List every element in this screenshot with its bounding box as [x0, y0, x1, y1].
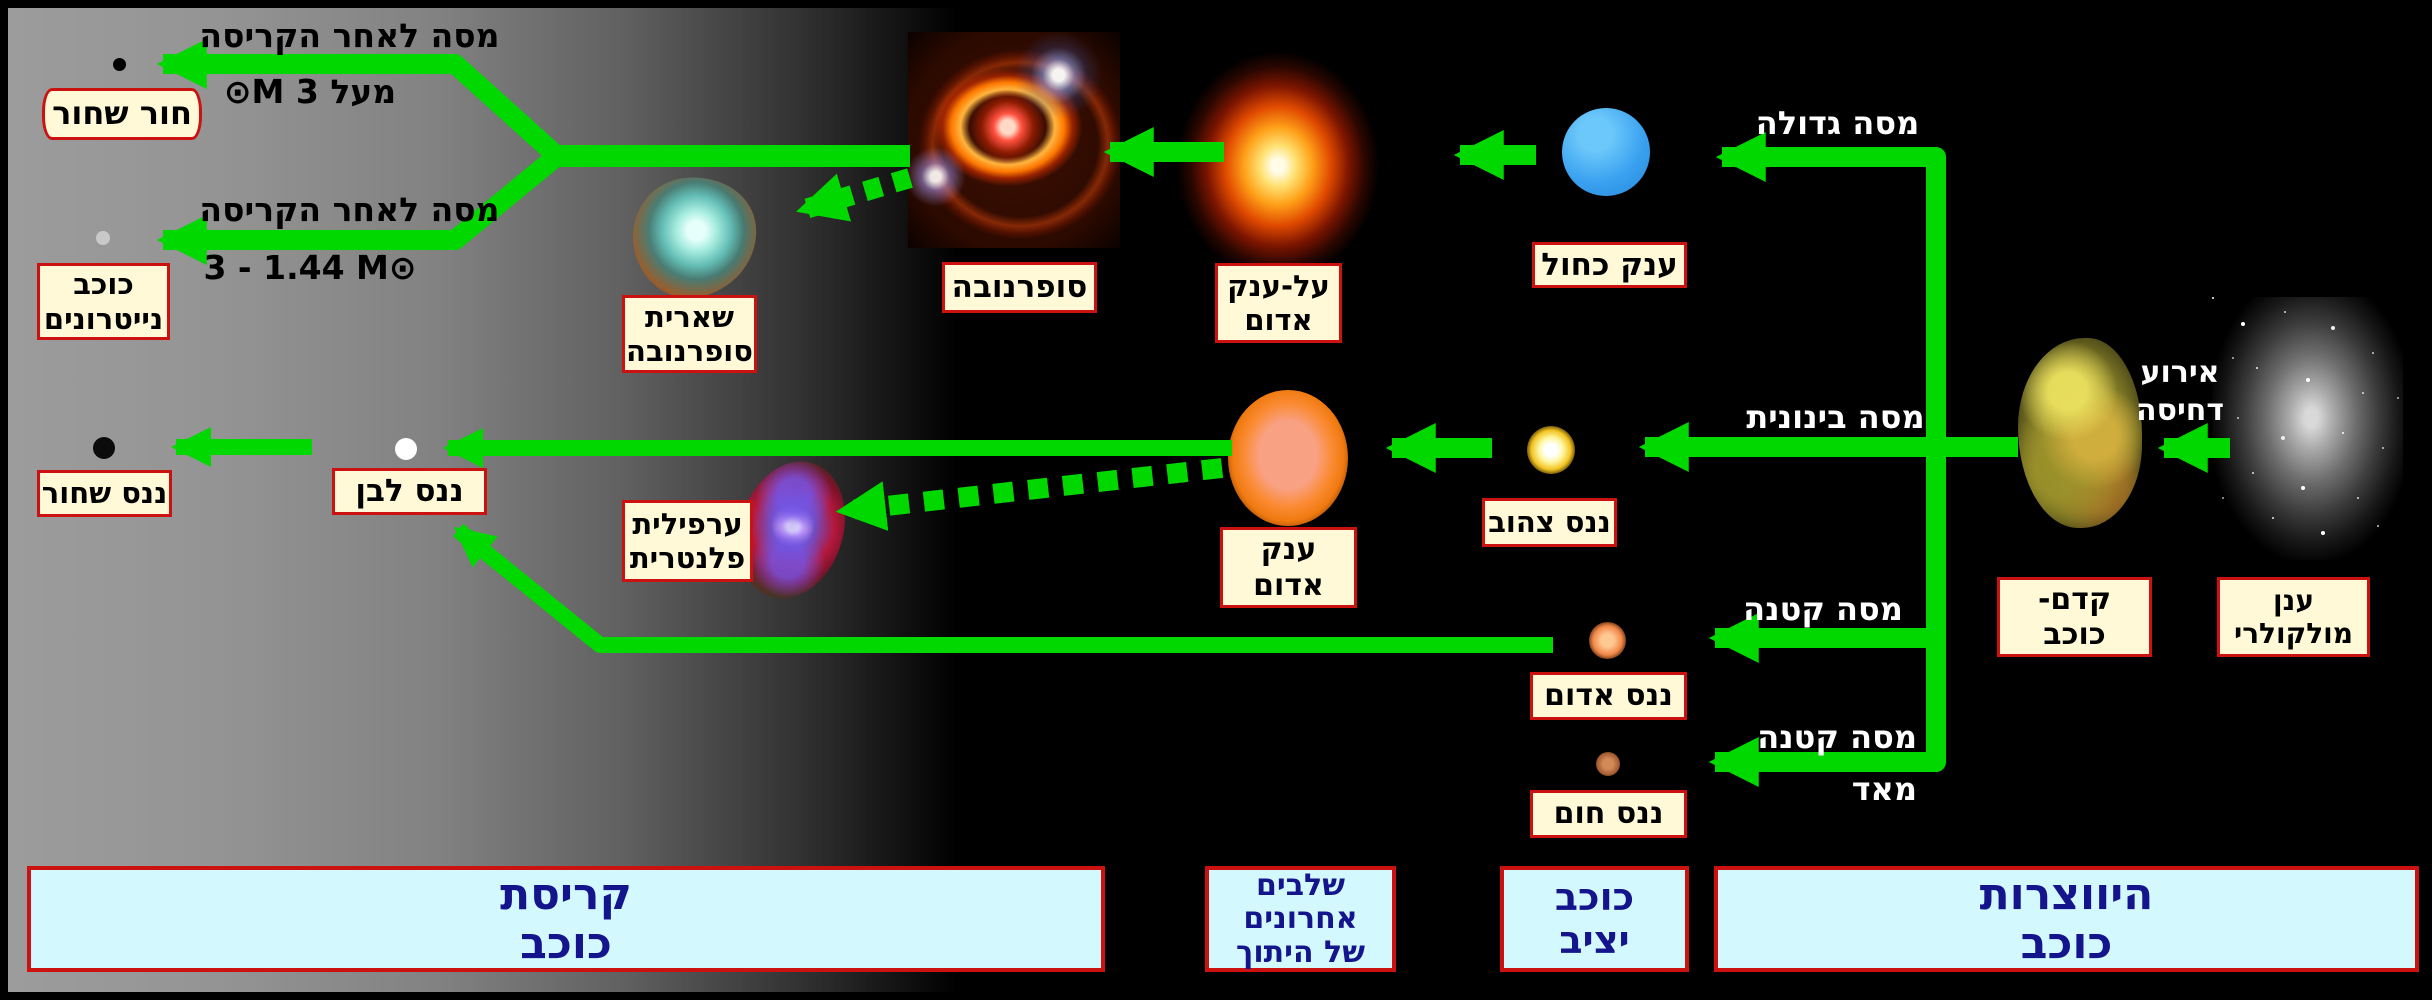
protostar-image [2018, 338, 2142, 528]
label-black-dwarf: ננס שחור [37, 470, 172, 517]
mass-medium-label: מסה בינונית [1746, 398, 1925, 436]
label-supernova: סופרנובה [942, 262, 1097, 313]
arrow-branch-very-small-mass [1708, 447, 1946, 787]
mass-large-label: מסה גדולה [1755, 104, 1920, 142]
frame-top [0, 0, 2432, 8]
label-brown-dwarf: ננס חום [1530, 790, 1687, 838]
mass-small-label: מסה קטנה [1743, 590, 1903, 628]
label-supernova-remnant: שארית סופרנובה [622, 295, 757, 373]
frame-left [0, 0, 8, 1000]
black-hole-dot [113, 58, 126, 71]
mass-after-collapse-mid-title: מסה לאחר הקריסה [199, 190, 500, 229]
molecular-cloud-image [2212, 297, 2403, 560]
star-speckles [2212, 297, 2214, 299]
frame-bottom [0, 992, 2432, 1000]
label-blue-giant: ענק כחול [1532, 242, 1687, 288]
label-protostar: קדם- כוכב [1997, 577, 2152, 657]
supernova-image [908, 32, 1120, 248]
arrow-to-neutron-star [156, 148, 564, 265]
red-giant-star [1228, 390, 1348, 526]
stage-bar-star-formation: היווצרות כוכב [1714, 866, 2419, 972]
dashed-arrow-redgiant-to-nebula [835, 458, 1224, 531]
arrow-reddwarf-to-whitedwarf [452, 523, 1553, 653]
mass-after-collapse-high-value: מעל 3 M⊙ [223, 72, 397, 111]
brown-dwarf-star [1596, 752, 1620, 776]
black-dwarf-dot [93, 437, 115, 459]
label-red-supergiant: על-ענק אדום [1215, 263, 1342, 343]
compression-event-label: אירוע דחיסה [2135, 355, 2225, 429]
stage-bar-stable-star: כוכב יציב [1500, 866, 1689, 972]
mass-after-collapse-high-title: מסה לאחר הקריסה [199, 16, 500, 55]
label-neutron-star: כוכב נייטרונים [37, 263, 170, 340]
label-red-dwarf: ננס אדום [1530, 672, 1687, 720]
label-yellow-dwarf: ננס צהוב [1482, 498, 1617, 547]
blue-giant-star [1562, 108, 1650, 196]
label-black-hole: חור שחור [42, 88, 202, 140]
dashed-arrow-supernova-to-remnant [796, 168, 913, 222]
label-planetary-nebula: ערפילית פלנטרית [622, 500, 753, 582]
stage-bar-fusion-final-stages: שלבים אחרונים של היתוך [1205, 866, 1396, 972]
stage-bar-star-collapse: קריסת כוכב [27, 866, 1105, 972]
red-dwarf-star [1589, 622, 1626, 659]
arrow-to-black-hole [156, 39, 564, 164]
label-white-dwarf: ננס לבן [332, 468, 487, 515]
white-dwarf-dot [395, 438, 417, 460]
mass-after-collapse-mid-value: 3 - 1.44 M⊙ [203, 248, 417, 287]
mass-very-small-label: מסה קטנה מאד [1757, 718, 1917, 808]
yellow-dwarf-star [1527, 426, 1575, 474]
label-molecular-cloud: ענן מולקולרי [2217, 577, 2370, 657]
label-red-giant: ענק אדום [1220, 527, 1357, 608]
neutron-star-dot [96, 231, 110, 245]
